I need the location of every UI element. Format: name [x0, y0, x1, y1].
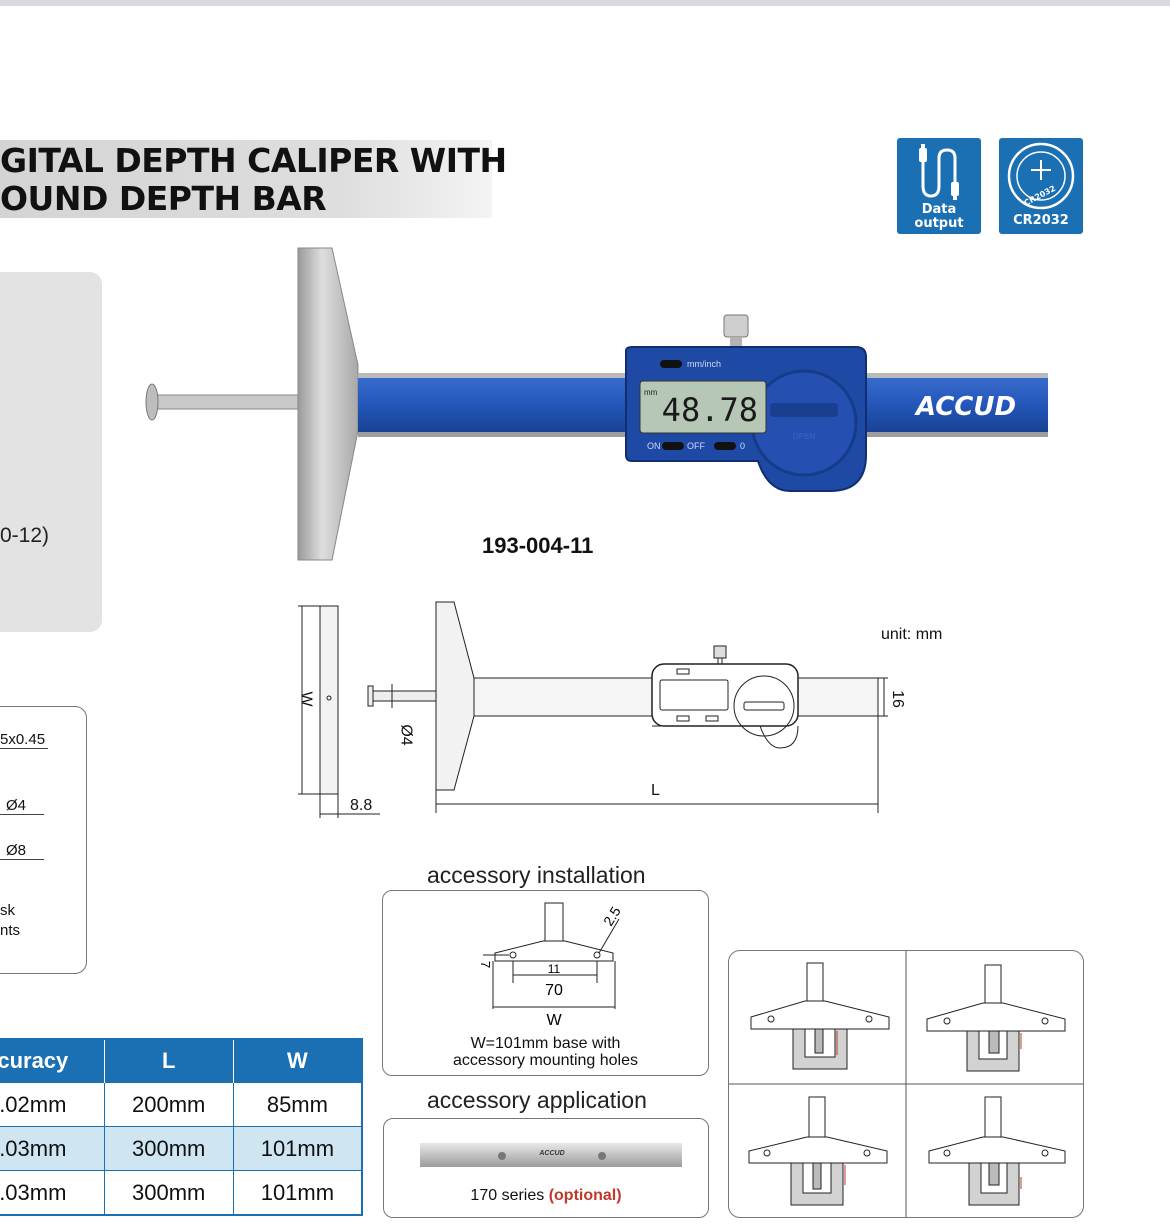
spec-line-2: Ø4 [0, 797, 44, 815]
accessory-application-title: accessory application [427, 1087, 647, 1113]
header-l: L [103, 1039, 234, 1083]
specs-partial-text: 0-12) [0, 524, 50, 547]
mm-inch-button-label: mm/inch [687, 359, 721, 369]
off-button-label: OFF [687, 441, 705, 451]
table-row: .03mm 300mm 101mm [0, 1170, 362, 1215]
lcd-unit-small: mm [644, 388, 658, 397]
spec-box [0, 706, 87, 974]
application-examples-drawing [729, 951, 1083, 1217]
zero-button-label: 0 [740, 441, 745, 451]
battery-cover-text: OPEN [793, 432, 816, 441]
accessory-application-panel: ACCUD 170 series (optional) [383, 1118, 709, 1218]
spec-line-4a: sk [0, 902, 15, 919]
specs-panel [0, 272, 102, 632]
table-row: .02mm 200mm 85mm [0, 1082, 362, 1127]
dim-8-8: 8.8 [350, 797, 373, 814]
accessory-bar-brand: ACCUD [538, 1150, 564, 1157]
header-w: W [232, 1039, 362, 1083]
dim-l: L [651, 782, 660, 799]
cell-l: 300mm [103, 1126, 234, 1171]
installation-drawing: 2.5 7 11 70 W [478, 902, 624, 1029]
cell-w: 85mm [232, 1082, 362, 1127]
battery-label: CR2032 [1013, 213, 1069, 228]
data-output-badge: Data output [897, 138, 981, 234]
battery-badge: CR2032 CR2032 [999, 138, 1083, 234]
spec-table: curacy L W .02mm 200mm 85mm .03mm 300mm … [0, 1038, 363, 1216]
lcd-reading: 48.78 [662, 391, 758, 429]
title-line-2: OUND DEPTH BAR [0, 179, 327, 218]
table-header-row: curacy L W [0, 1039, 362, 1083]
cell-l: 300mm [103, 1170, 234, 1215]
header-accuracy: curacy [0, 1039, 105, 1083]
optional-label: (optional) [548, 1187, 622, 1204]
title-line-1: GITAL DEPTH CALIPER WITH [0, 141, 507, 180]
data-output-label: Data output [914, 202, 964, 231]
page-title: GITAL DEPTH CALIPER WITH OUND DEPTH BAR [0, 142, 507, 218]
brand-logo: ACCUD [914, 392, 1016, 422]
accessory-installation-title: accessory installation [427, 862, 646, 888]
dim-70: 70 [545, 982, 563, 999]
cell-l: 200mm [103, 1082, 234, 1127]
dim-7: 7 [478, 961, 493, 968]
dim-16: 16 [888, 690, 906, 708]
accessory-installation-panel: 2.5 7 11 70 W W=101mm base with accessor… [382, 890, 709, 1076]
data-cable-icon [919, 144, 959, 200]
model-number: 193-004-11 [482, 533, 594, 558]
dim-phi4: Ø4 [397, 724, 415, 746]
cell-accuracy: .03mm [0, 1126, 105, 1171]
series-text: 170 series (optional) [470, 1187, 622, 1204]
cell-accuracy: .02mm [0, 1082, 105, 1127]
dim-11: 11 [548, 962, 561, 976]
spec-line-3: Ø8 [0, 842, 44, 860]
accessory-bar-image: ACCUD [420, 1143, 682, 1167]
spec-line-1: 5x0.45 [0, 731, 48, 749]
spec-line-4b: nts [0, 922, 21, 939]
top-border [0, 0, 1170, 6]
application-examples-panel [728, 950, 1084, 1218]
dim-w: W [297, 691, 315, 707]
caliper-photo: OPEN mm 48.78 mm/inch ON OFF 0 ACCUD [145, 247, 1048, 561]
dim-2-5: 2.5 [600, 903, 624, 928]
installation-note: W=101mm base with accessory mounting hol… [453, 1035, 638, 1069]
unit-label: unit: mm [881, 626, 943, 643]
technical-drawing [298, 601, 888, 818]
title-band [0, 140, 492, 218]
battery-cr2032-icon: CR2032 [1007, 142, 1075, 210]
dim-w-accessory: W [546, 1012, 562, 1029]
cell-accuracy: .03mm [0, 1170, 105, 1215]
table-row: .03mm 300mm 101mm [0, 1126, 362, 1171]
cell-w: 101mm [232, 1170, 362, 1215]
on-button-label: ON [647, 441, 661, 451]
cell-w: 101mm [232, 1126, 362, 1171]
